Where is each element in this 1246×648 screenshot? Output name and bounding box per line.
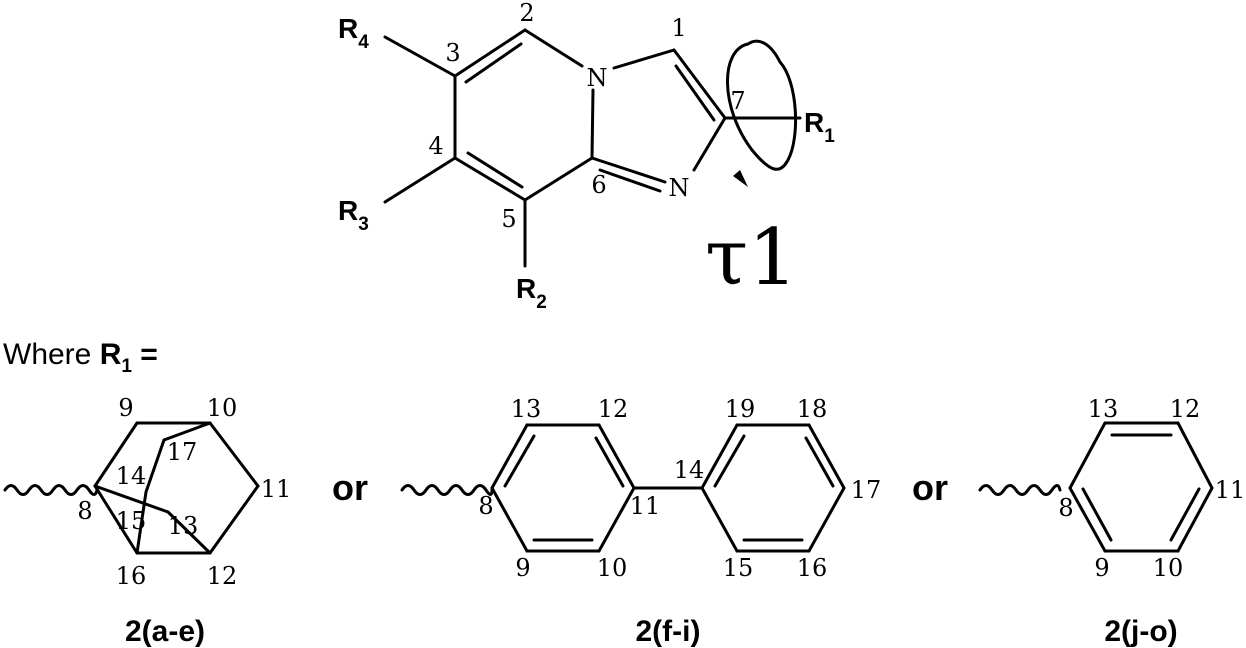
phenyl-position-13: 13 (1088, 395, 1119, 423)
biphenyl-position-8: 8 (478, 492, 493, 520)
phenyl-caption: 2(j-o) (1104, 615, 1177, 648)
phenyl-position-12: 12 (1170, 395, 1201, 423)
core-position-3: 3 (445, 39, 460, 67)
adamantyl-position-11: 11 (261, 475, 292, 503)
biphenyl-position-19: 19 (725, 395, 756, 423)
core-position-4: 4 (428, 132, 443, 160)
adamantyl-position-17: 17 (167, 438, 198, 466)
biphenyl-caption: 2(f-i) (636, 615, 701, 648)
phenyl-position-10: 10 (1153, 554, 1184, 582)
core-structure: N N R4 R3 R2 R1 1 2 3 4 5 6 7 τ1 (338, 0, 835, 313)
phenyl-substituent: 13 12 11 8 9 10 2(j-o) (978, 395, 1246, 648)
r3-label: R3 (338, 195, 369, 235)
attachment-wavy-bond (978, 484, 1062, 496)
bridgehead-nitrogen: N (587, 64, 608, 92)
biphenyl-position-12: 12 (598, 395, 629, 423)
adamantyl-position-8: 8 (77, 497, 92, 525)
phenyl-position-9: 9 (1094, 554, 1109, 582)
adamantyl-position-16: 16 (116, 562, 147, 590)
or-connector-2: or (912, 467, 948, 508)
adamantyl-position-10: 10 (207, 394, 238, 422)
or-connector-1: or (332, 467, 368, 508)
where-r1-heading: Where R1 = (3, 338, 158, 377)
core-position-5: 5 (501, 205, 516, 233)
adamantyl-caption: 2(a-e) (125, 615, 205, 648)
adamantyl-substituent: 9 10 11 12 13 14 15 16 17 8 2(a-e) (3, 394, 292, 648)
biphenyl-position-15: 15 (723, 554, 754, 582)
biphenyl-position-11: 11 (630, 492, 661, 520)
adamantyl-position-9: 9 (118, 394, 133, 422)
adamantyl-position-12: 12 (207, 562, 238, 590)
attachment-wavy-bond (400, 484, 494, 496)
attachment-wavy-bond (3, 484, 99, 496)
adamantyl-position-14: 14 (116, 462, 147, 490)
biphenyl-position-14: 14 (674, 456, 705, 484)
biphenyl-position-17: 17 (851, 476, 882, 504)
biphenyl-position-9: 9 (515, 554, 530, 582)
adamantyl-position-15: 15 (116, 507, 147, 535)
core-position-2: 2 (519, 0, 534, 27)
biphenyl-position-18: 18 (797, 395, 828, 423)
r2-label: R2 (516, 273, 547, 313)
core-position-1: 1 (671, 14, 686, 42)
r1-label: R1 (804, 107, 835, 147)
r4-label: R4 (338, 13, 369, 53)
torsion-angle-label: τ1 (705, 213, 798, 303)
biphenyl-substituent: 13 12 8 11 9 10 14 19 18 17 15 16 2(f-i) (400, 395, 882, 648)
adamantyl-position-13: 13 (168, 512, 199, 540)
phenyl-position-11: 11 (1215, 476, 1246, 504)
biphenyl-position-13: 13 (511, 395, 542, 423)
core-position-6: 6 (591, 171, 606, 199)
biphenyl-position-10: 10 (597, 554, 628, 582)
biphenyl-position-16: 16 (797, 554, 828, 582)
phenyl-position-8: 8 (1058, 494, 1073, 522)
imine-nitrogen: N (669, 174, 690, 202)
core-position-7: 7 (730, 87, 745, 115)
